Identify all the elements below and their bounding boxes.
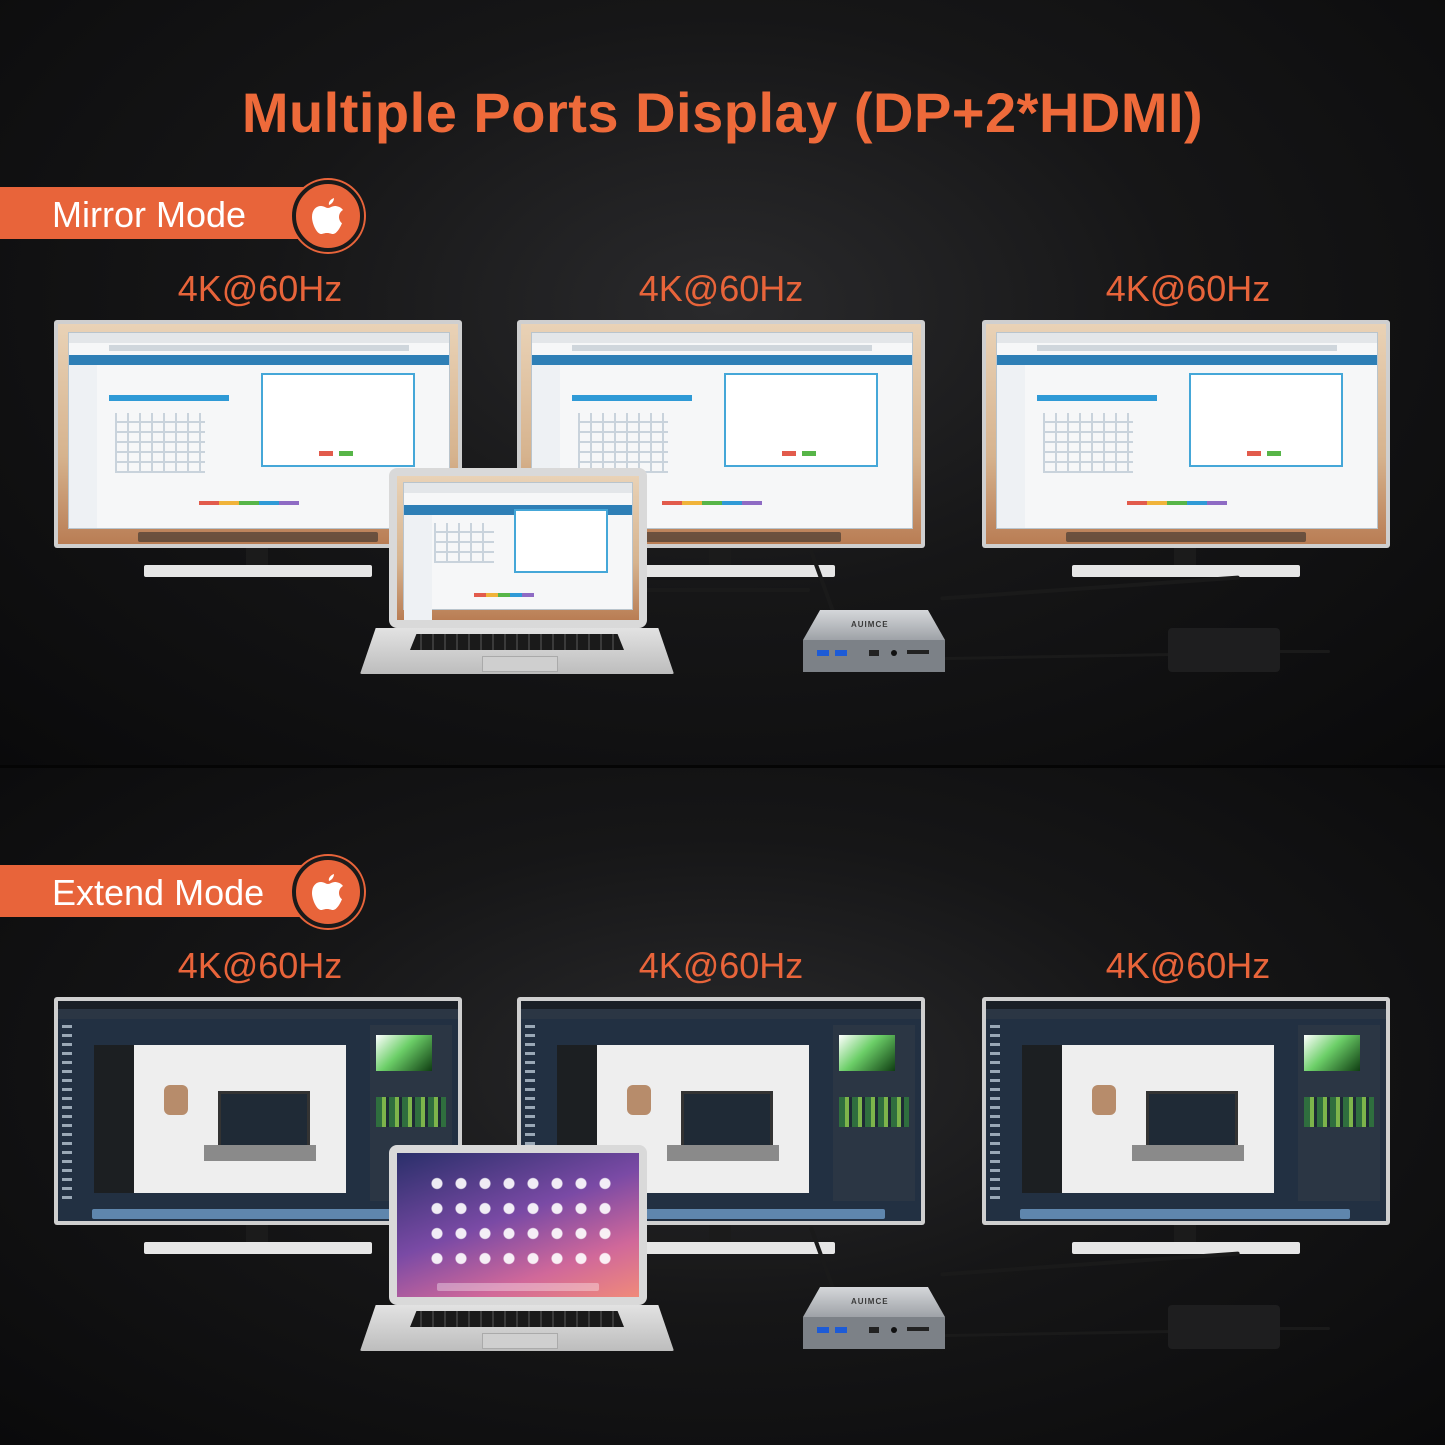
mirror-monitor-right bbox=[982, 320, 1390, 548]
monitor-screen bbox=[986, 1001, 1386, 1221]
power-adapter bbox=[1168, 628, 1280, 672]
mirror-monitor-left bbox=[54, 320, 462, 548]
apple-logo-icon bbox=[292, 180, 364, 252]
section-divider bbox=[0, 765, 1445, 768]
power-adapter bbox=[1168, 1305, 1280, 1349]
mirror-mode-label: Mirror Mode bbox=[52, 194, 247, 235]
apple-logo-icon bbox=[292, 856, 364, 928]
extend-monitor-left bbox=[54, 997, 462, 1225]
extend-resolution-center: 4K@60Hz bbox=[638, 945, 804, 986]
monitor-screen bbox=[521, 1001, 921, 1221]
extend-resolution-left: 4K@60Hz bbox=[177, 945, 343, 986]
extend-laptop bbox=[389, 1145, 647, 1305]
mirror-mode-banner: Mirror Mode bbox=[0, 187, 330, 239]
monitor-screen bbox=[58, 324, 458, 544]
docking-station: AUIMCE bbox=[803, 610, 945, 640]
extend-mode-label: Extend Mode bbox=[52, 872, 265, 913]
docking-station: AUIMCE bbox=[803, 1287, 945, 1317]
extend-resolution-right: 4K@60Hz bbox=[1105, 945, 1271, 986]
docking-station-ports bbox=[803, 1317, 945, 1349]
mirror-resolution-center: 4K@60Hz bbox=[638, 268, 804, 309]
mirror-resolution-left: 4K@60Hz bbox=[177, 268, 343, 309]
page-title: Multiple Ports Display (DP+2*HDMI) bbox=[241, 81, 1204, 144]
extend-monitor-right bbox=[982, 997, 1390, 1225]
extend-mode-banner: Extend Mode bbox=[0, 865, 330, 917]
mirror-resolution-right: 4K@60Hz bbox=[1105, 268, 1271, 309]
mirror-laptop bbox=[389, 468, 647, 628]
docking-station-ports bbox=[803, 640, 945, 672]
monitor-screen bbox=[986, 324, 1386, 544]
